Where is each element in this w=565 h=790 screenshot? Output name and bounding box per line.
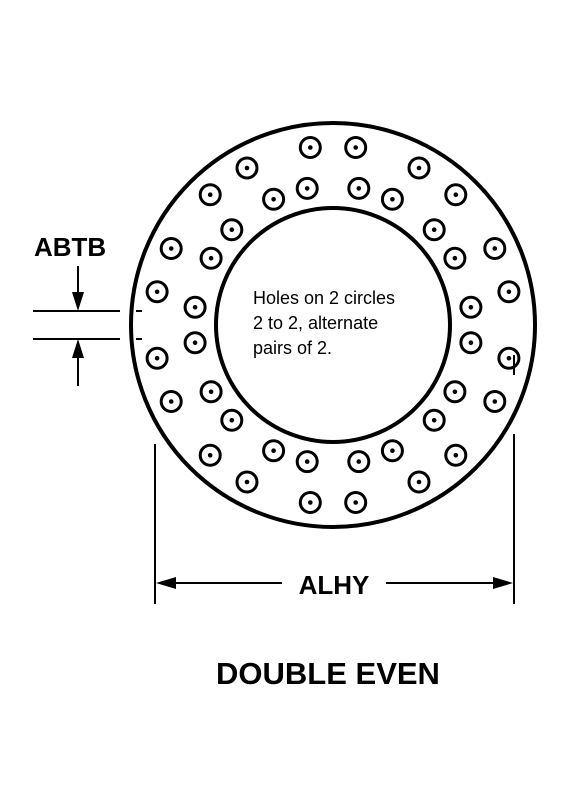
note-line-2: 2 to 2, alternate	[253, 313, 378, 333]
flange-outer-edge	[129, 121, 537, 529]
diagram-caption: DOUBLE EVEN	[216, 656, 440, 691]
outer-bolt-hole-center	[244, 479, 250, 485]
outer-bolt-hole-center	[506, 355, 512, 361]
inner-bolt-hole-center	[390, 197, 395, 202]
inner-bolt-hole-center	[208, 389, 214, 395]
bolt-holes	[145, 136, 521, 514]
note-line-3: pairs of 2.	[253, 338, 332, 358]
inner-bolt-hole-center	[271, 197, 276, 202]
outer-bolt-hole-center	[453, 192, 459, 197]
inner-bolt-hole-center	[229, 227, 235, 232]
abtb-reference-ticks	[136, 310, 142, 340]
inner-bolt-hole-center	[192, 340, 198, 346]
abtb-arrowhead-top	[72, 292, 84, 311]
outer-bolt-hole-center	[506, 289, 512, 295]
inner-bolt-hole-center	[304, 186, 310, 191]
outer-bolt-hole-center	[416, 479, 422, 485]
outer-bolt-hole-center	[168, 399, 174, 404]
outer-bolt-hole-center	[308, 500, 313, 505]
outer-bolt-hole-center	[353, 145, 359, 150]
outer-bolt-hole-center	[416, 165, 422, 171]
outer-bolt-hole-center	[207, 192, 213, 197]
abtb-label: ABTB	[34, 232, 106, 262]
outer-bolt-hole-center	[154, 355, 160, 361]
inner-bolt-hole-center	[468, 305, 474, 310]
alhy-label: ALHY	[299, 570, 370, 600]
alhy-arrowhead-right	[493, 577, 513, 589]
inner-bolt-hole-center	[452, 255, 458, 261]
inner-bolt-hole-center	[304, 459, 310, 464]
outer-bolt-hole-center	[453, 453, 459, 458]
outer-bolt-hole-center	[308, 145, 313, 150]
inner-bolt-hole-center	[356, 186, 362, 191]
inner-bolt-hole-center	[468, 340, 474, 346]
outer-bolt-hole-center	[492, 246, 498, 251]
inner-bolt-hole-center	[271, 448, 276, 454]
abtb-arrowhead-bottom	[72, 339, 84, 358]
outer-bolt-hole-center	[492, 399, 498, 404]
alhy-arrowhead-left	[156, 577, 176, 589]
outer-bolt-hole-center	[154, 289, 160, 295]
inner-bolt-hole-center	[208, 255, 214, 261]
inner-bolt-hole-center	[229, 418, 235, 423]
note-line-1: Holes on 2 circles	[253, 288, 395, 308]
outer-bolt-hole-center	[353, 500, 359, 505]
inner-bolt-hole-center	[431, 227, 437, 232]
flange-inner-edge	[214, 206, 452, 444]
inner-bolt-hole-center	[192, 305, 198, 310]
outer-bolt-hole-center	[207, 453, 213, 458]
inner-bolt-hole-center	[431, 418, 437, 423]
inner-bolt-hole-center	[390, 448, 395, 454]
inner-bolt-hole-center	[452, 389, 458, 395]
outer-bolt-hole-center	[244, 165, 250, 171]
inner-bolt-hole-center	[356, 459, 362, 464]
outer-bolt-hole-center	[168, 246, 174, 251]
